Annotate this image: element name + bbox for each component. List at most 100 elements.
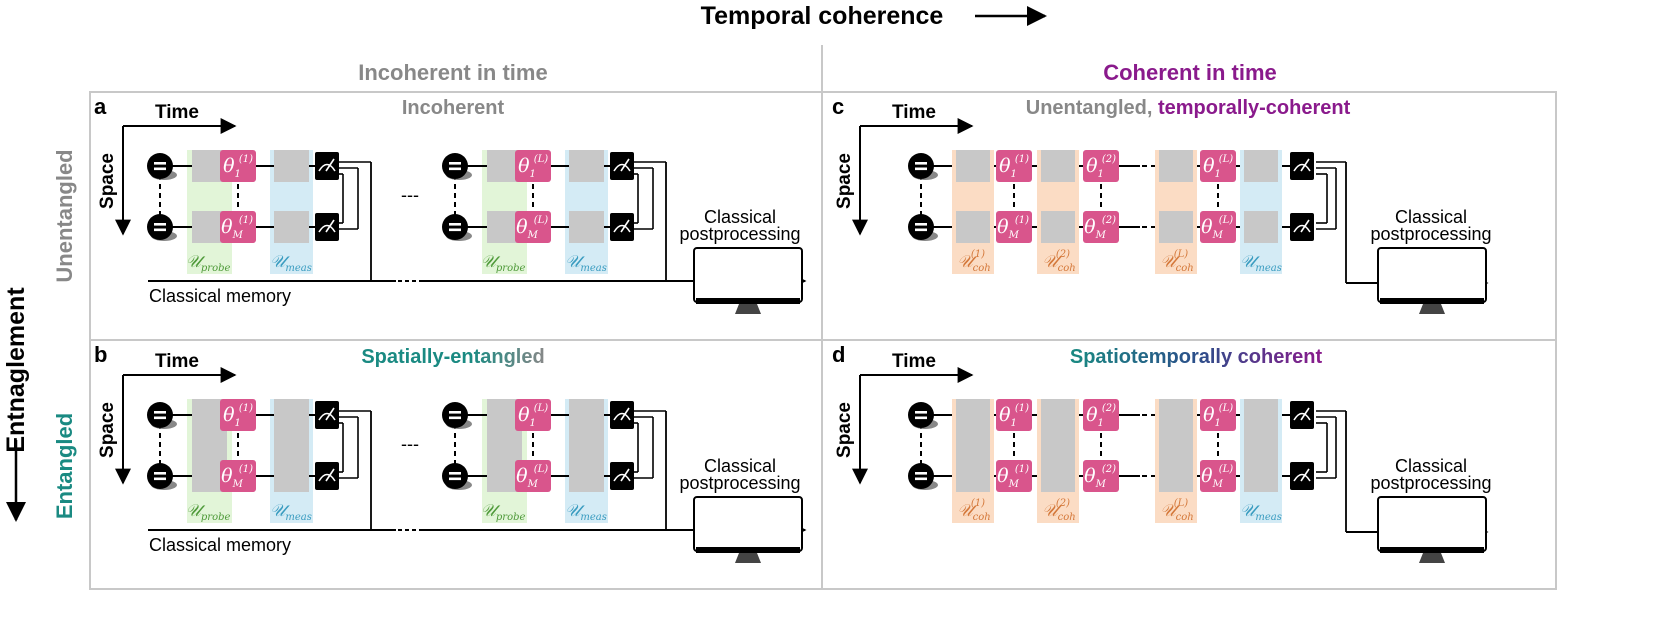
coh-gate	[1159, 399, 1193, 492]
u-superscript: (L)	[1174, 498, 1189, 509]
meter-needle	[620, 219, 630, 233]
u-coh-label: 𝒰coh	[1042, 252, 1075, 274]
theta-superscript: (L)	[1219, 154, 1234, 165]
theta-superscript: (1)	[1015, 154, 1029, 165]
monitor-icon	[1377, 496, 1487, 552]
meter-needle	[325, 407, 335, 421]
u-probe-label: 𝒰probe	[481, 501, 526, 523]
parameter-gate	[1200, 399, 1236, 431]
meter-arc	[613, 473, 631, 482]
parameter-gate	[515, 150, 551, 182]
theta-symbol: θ	[1201, 216, 1213, 238]
reset-bar	[449, 228, 461, 232]
reset-bar	[915, 162, 927, 165]
meter-arc	[318, 412, 336, 421]
reset-state-icon	[908, 214, 934, 240]
theta-symbol: θ	[1086, 155, 1098, 177]
u-superscript: (L)	[1174, 249, 1189, 260]
time-label: Time	[892, 102, 936, 123]
u-symbol: 𝒰	[481, 252, 501, 272]
reset-bar	[915, 472, 927, 475]
parameter-gate	[1200, 211, 1236, 243]
meter-arc	[318, 224, 336, 233]
u-symbol: 𝒰	[186, 501, 206, 521]
theta-subscript: 1	[530, 169, 536, 180]
theta-subscript: 1	[1098, 169, 1104, 180]
time-label: Time	[155, 102, 199, 123]
meter-needle	[325, 468, 335, 482]
measurement-meter-icon	[610, 462, 634, 490]
u-symbol: 𝒰	[270, 501, 290, 521]
reset-bar	[449, 223, 461, 226]
theta-subscript: M	[527, 230, 539, 241]
theta-subscript: M	[527, 479, 539, 490]
theta-label: θ1	[518, 404, 536, 429]
panel-c-title: Unentangled, temporally-coherent	[1026, 97, 1351, 119]
parameter-gate	[1083, 399, 1119, 431]
theta-superscript: (1)	[239, 464, 253, 475]
theta-subscript: M	[232, 479, 244, 490]
parameter-gate	[220, 460, 256, 492]
meter-arc	[1293, 224, 1311, 233]
u-coh-label: 𝒰coh	[957, 501, 990, 523]
meter-needle	[620, 468, 630, 482]
meter-needle	[620, 407, 630, 421]
theta-symbol: θ	[999, 404, 1011, 426]
u-symbol: 𝒰	[186, 252, 206, 272]
u-symbol: 𝒰	[481, 501, 501, 521]
reset-state-icon	[147, 214, 173, 240]
meter-arc	[1293, 163, 1311, 172]
u-subscript: coh	[1058, 263, 1076, 274]
measurement-meter-icon	[315, 213, 339, 241]
reset-state-icon	[147, 153, 173, 179]
meter-arc	[613, 224, 631, 233]
u-symbol: 𝒰	[957, 252, 977, 272]
u-probe-label: 𝒰probe	[186, 252, 231, 274]
theta-label: θM	[516, 216, 538, 241]
ellipsis-dots: ---	[401, 434, 419, 454]
panel-c-circuit: TimeSpace𝒰coh(1)𝒰coh(2)𝒰coh(L)𝒰measθ1(1)…	[834, 102, 1492, 314]
meas-gate	[274, 399, 309, 492]
monitor-stand	[1419, 553, 1445, 563]
postprocessing-label: postprocessing	[1370, 473, 1491, 493]
u-symbol: 𝒰	[1042, 501, 1062, 521]
classical-label: Classical	[704, 456, 776, 476]
u-meas-label: 𝒰meas	[565, 501, 607, 523]
parameter-gate	[220, 211, 256, 243]
u-subscript: probe	[201, 512, 231, 523]
coh-gate	[956, 150, 990, 182]
reset-bar	[154, 411, 166, 414]
unentangled-row-label: Unentangled	[52, 149, 77, 282]
monitor-stand	[735, 304, 761, 314]
panel-d-title: Spatiotemporally coherent	[1070, 346, 1323, 368]
panel-d-circuit: TimeSpace𝒰coh(1)𝒰coh(2)𝒰coh(L)𝒰measθ1(1)…	[834, 351, 1492, 563]
theta-symbol: θ	[518, 404, 530, 426]
meter-arc	[613, 163, 631, 172]
classical-label: Classical	[704, 207, 776, 227]
u-subscript: coh	[973, 263, 991, 274]
u-symbol: 𝒰	[1042, 252, 1062, 272]
theta-symbol: θ	[997, 465, 1009, 487]
coh-gate	[956, 211, 990, 243]
theta-superscript: (2)	[1102, 215, 1116, 226]
theta-label: θM	[221, 216, 243, 241]
theta-subscript: M	[1095, 479, 1107, 490]
meas-gate	[274, 211, 309, 243]
theta-superscript: (L)	[534, 154, 549, 165]
classical-memory-label: Classical memory	[149, 535, 291, 555]
entangled-row-label: Entangled	[52, 413, 77, 519]
theta-subscript: 1	[1011, 169, 1017, 180]
theta-label: θM	[221, 465, 243, 490]
monitor-base-strip	[696, 298, 800, 304]
parameter-gate	[1200, 460, 1236, 492]
reset-state-icon	[147, 463, 173, 489]
theta-superscript: (2)	[1102, 154, 1116, 165]
u-subscript: meas	[580, 263, 607, 274]
meter-arc	[318, 163, 336, 172]
postprocessing-label: postprocessing	[679, 224, 800, 244]
measurement-meter-icon	[610, 152, 634, 180]
parameter-gate	[515, 211, 551, 243]
